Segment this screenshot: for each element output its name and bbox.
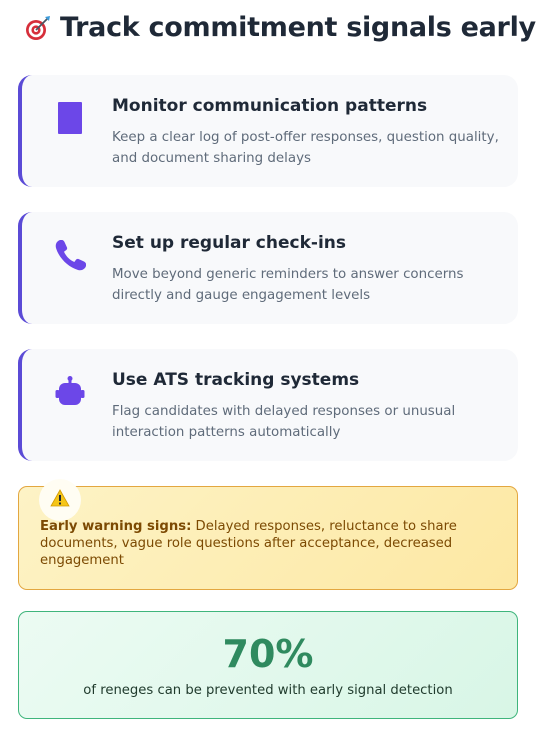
page-title-row: Track commitment signals early <box>24 12 536 43</box>
dart-target-icon <box>24 14 52 42</box>
card-description: Keep a clear log of post-offer responses… <box>112 130 499 166</box>
card-monitor-communication: Monitor communication patterns Keep a cl… <box>18 75 518 187</box>
warning-badge <box>39 479 81 521</box>
phone-icon <box>52 238 88 274</box>
stat-value: 70% <box>222 632 314 676</box>
card-title: Use ATS tracking systems <box>112 370 360 390</box>
card-title: Set up regular check-ins <box>112 233 346 253</box>
warning-icon <box>50 489 70 511</box>
page-title: Track commitment signals early <box>60 12 536 43</box>
card-check-ins: Set up regular check-ins Move beyond gen… <box>18 212 518 324</box>
warning-label: Early warning signs: <box>40 519 192 534</box>
card-ats-tracking: Use ATS tracking systems Flag candidates… <box>18 349 518 461</box>
warning-text: Early warning signs: Delayed responses, … <box>40 518 500 569</box>
card-description: Flag candidates with delayed responses o… <box>112 404 456 440</box>
warning-body: Delayed responses, reluctance to share d… <box>40 519 457 568</box>
card-description: Move beyond generic reminders to answer … <box>112 267 464 303</box>
early-warning-callout: Early warning signs: Delayed responses, … <box>18 479 518 590</box>
stat-caption: of reneges can be prevented with early s… <box>83 683 453 698</box>
stat-callout: 70% of reneges can be prevented with ear… <box>18 611 518 719</box>
card-title: Monitor communication patterns <box>112 96 428 116</box>
robot-icon <box>52 375 88 411</box>
clipboard-icon <box>52 101 88 137</box>
